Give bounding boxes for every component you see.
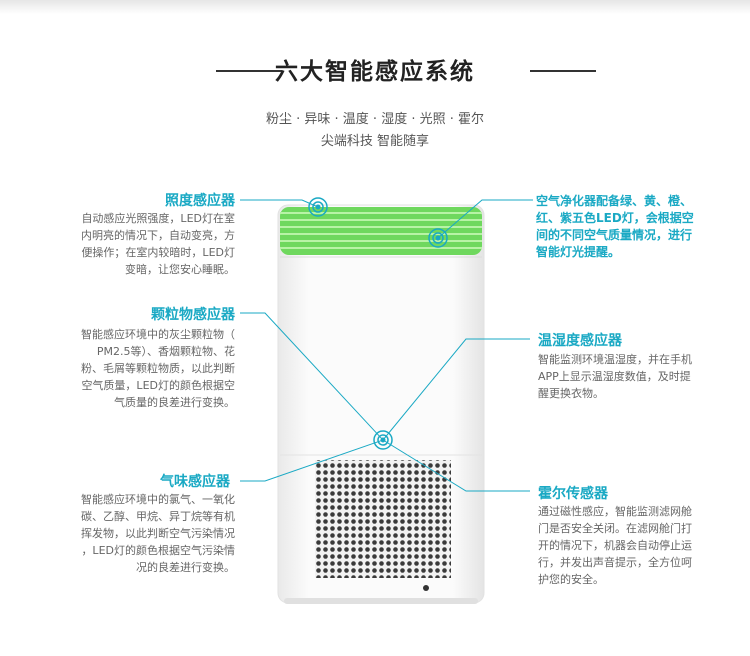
title-left-rule [216,70,282,72]
subtitle-features: 粉尘 · 异味 · 温度 · 湿度 · 光照 · 霍尔 [266,112,484,127]
humidity-sensor-title: 温湿度感应器 [538,333,622,349]
page-title: 六大智能感应系统 [275,59,475,85]
connector-lines [240,199,533,492]
light-sensor-desc: 自动感应光照强度，LED灯在室 内明亮的情况下，自动变亮，方 便操作；在室内较暗… [81,212,235,276]
particle-sensor-desc: 智能感应环境中的灰尘颗粒物（ PM2.5等）、香烟颗粒物、花 粉、毛屑等颗粒物质… [81,328,235,409]
bottom-indicator [423,585,429,591]
subtitle-slogan: 尖端科技 智能随享 [320,134,430,149]
intake-grille [315,460,451,578]
top-shadow-bar [0,0,750,14]
particle-sensor-title: 颗粒物感应器 [151,307,235,323]
odor-sensor-desc: 智能感应环境中的氯气、一氧化 碳、乙醇、甲烷、异丁烷等有机 挥发物，以此判断空气… [81,493,235,574]
odor-sensor-title: 气味感应器 [160,474,230,490]
humidity-sensor-desc: 智能监测环境温湿度，并在手机 APP上显示温湿度数值，及时提 醒更换衣物。 [538,353,692,400]
sensor-markers [308,197,448,450]
led-note: 空气净化器配备绿、黄、橙、 红、紫五色LED灯，会根据空 间的不同空气质量情况，… [536,194,694,259]
hall-sensor-desc: 通过磁性感应，智能监测滤网舱 门是否安全关闭。在滤网舱门打 开的情况下，机器会自… [538,505,692,586]
light-sensor-title: 照度感应器 [165,193,235,209]
hall-sensor-title: 霍尔传感器 [538,486,608,502]
led-slats [280,212,482,249]
title-row: 六大智能感应系统 [0,52,750,86]
title-right-rule [530,70,596,72]
